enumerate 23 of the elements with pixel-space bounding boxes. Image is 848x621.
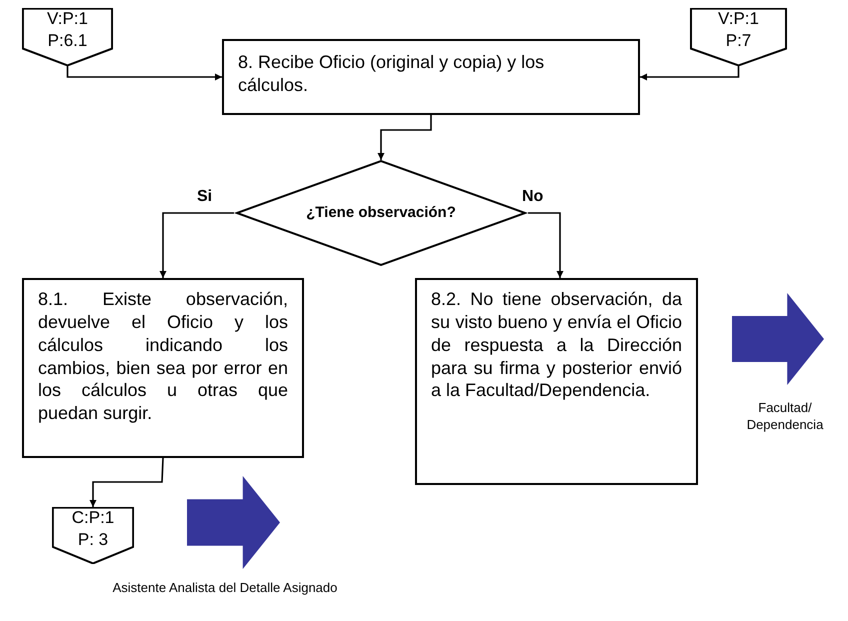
connector-text: V:P:1 P:6.1 [46, 8, 89, 52]
process-box [415, 278, 698, 485]
connector-arrow [160, 212, 234, 278]
step-text: 8.2. No tiene observación, da su visto bueno y envía el Oficio de respuesta a la Dirección para su firma y posterior envió a la Facultad/Dependencia. [430, 288, 683, 402]
block-arrow [187, 476, 280, 569]
off-page-connector [52, 507, 134, 564]
step-text: 8.1. Existe observación, devuelve el Oficio y los cálculos indicando los cambios, bien sea por error en los cálculos u otras que puedan surgir. [37, 288, 289, 426]
connector-text: V:P:1 P:7 [717, 8, 760, 52]
lane-caption: Facultad/ Dependencia [746, 400, 824, 434]
block-arrow [732, 293, 824, 385]
step-text: 8. Recibe Oficio (original y copia) y los cálculos. [237, 51, 546, 97]
question-text: ¿Tiene observación? [305, 203, 457, 223]
connector-arrow [378, 115, 432, 160]
process-box [222, 39, 640, 115]
off-page-connector [690, 8, 787, 66]
off-page-connector [22, 8, 113, 66]
connector-text: C:P:1 P: 3 [70, 507, 116, 550]
connector-arrow [90, 458, 164, 507]
process-box [22, 278, 304, 458]
connector-arrow [528, 212, 564, 278]
connector-arrow [66, 66, 222, 80]
lane-caption: Asistente Analista del Detalle Asignado [112, 580, 338, 597]
connector-arrow [640, 66, 740, 80]
